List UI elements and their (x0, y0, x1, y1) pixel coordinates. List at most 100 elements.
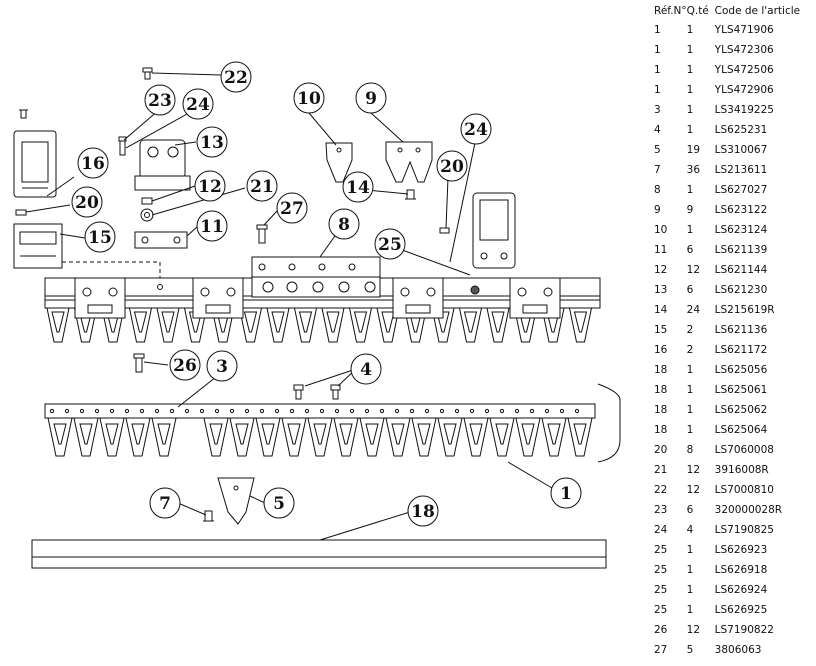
rivet-hole (244, 408, 250, 414)
code-cell: LS621230 (714, 284, 768, 296)
guard-tooth (321, 307, 345, 343)
callout-10: 10 (293, 82, 325, 114)
qty-cell: 1 (686, 564, 694, 576)
guard-tooth (266, 307, 290, 343)
guard-tooth-slot (243, 311, 258, 333)
rivet-hole (409, 408, 415, 414)
part-27-bolt (256, 224, 268, 244)
callout-25: 25 (374, 228, 406, 260)
part-14-rivet (405, 189, 416, 200)
code-cell: LS3419225 (714, 104, 774, 116)
part-26-bolt (133, 353, 145, 373)
rivet-hole (379, 408, 385, 414)
callout-9: 9 (355, 82, 387, 114)
qty-cell: 36 (686, 164, 701, 176)
callout-circle (220, 61, 252, 93)
rivet-hole (169, 408, 175, 414)
part-15-clip (13, 223, 161, 278)
qty-cell: 6 (686, 244, 694, 256)
rivet-hole (64, 408, 70, 414)
lower-knife-bar (44, 383, 621, 463)
code-cell: LS625062 (714, 404, 768, 416)
knife-section-inner (105, 423, 119, 445)
ref-cell: 18 (654, 424, 668, 436)
code-cell: LS625231 (714, 124, 768, 136)
qty-cell: 4 (686, 524, 694, 536)
code-cell: LS7060008 (714, 444, 774, 456)
qty-cell: 1 (686, 404, 694, 416)
column-header-code: Code de l'article (714, 5, 801, 17)
part-11-block (134, 231, 188, 249)
knife-section (567, 417, 593, 457)
code-cell: YLS472506 (714, 64, 774, 76)
callout-circle (246, 170, 278, 202)
callout-1: 1 (550, 477, 582, 509)
qty-cell: 2 (686, 344, 694, 356)
callout-number: 25 (378, 235, 402, 255)
code-cell: YLS472906 (714, 84, 774, 96)
callout-circle (182, 88, 214, 120)
ref-cell: 3 (654, 104, 661, 116)
callout-20: 20 (436, 150, 468, 182)
qty-cell: 12 (686, 264, 701, 276)
ref-cell: 9 (654, 204, 661, 216)
rivet-hole (349, 408, 355, 414)
callout-circle (350, 353, 382, 385)
callout-24: 24 (460, 113, 492, 145)
qty-cell: 1 (686, 384, 694, 396)
guard-tooth (568, 307, 593, 343)
callout-circle (328, 208, 360, 240)
part-5-section (217, 477, 255, 525)
callout-number: 16 (81, 154, 105, 174)
callout-circle (196, 210, 228, 242)
guard-clamp (509, 277, 561, 319)
rivet-hole (424, 408, 430, 414)
ref-cell: 24 (654, 524, 668, 536)
callout-13: 13 (196, 126, 228, 158)
column-header-qty: Q.té (686, 5, 709, 17)
column-header-ref: Réf.N° (654, 5, 687, 17)
qty-cell: 9 (686, 204, 694, 216)
knife-section (463, 417, 489, 457)
qty-cell: 1 (686, 544, 694, 556)
knife-section-inner (573, 423, 587, 445)
rivet-hole (124, 408, 130, 414)
code-cell: LS625056 (714, 364, 768, 376)
guard-tooth (238, 307, 263, 343)
code-cell: LS626925 (714, 604, 768, 616)
qty-cell: 12 (686, 624, 701, 636)
qty-cell: 1 (686, 84, 694, 96)
knife-section-inner (131, 423, 145, 445)
callout-number: 5 (273, 494, 285, 514)
knife-section-inner (53, 423, 67, 445)
guard-tooth (128, 307, 153, 343)
callout-circle (342, 171, 374, 203)
knife-section-inner (391, 423, 405, 445)
guard-clamp (392, 277, 444, 319)
ref-cell: 20 (654, 444, 668, 456)
code-cell: LS621144 (714, 264, 768, 276)
ref-cell: 7 (654, 164, 661, 176)
knife-bar-holes (49, 408, 580, 414)
knife-section-inner (261, 423, 275, 445)
rivet-hole (559, 408, 565, 414)
rivet-hole (394, 408, 400, 414)
ref-cell: 18 (654, 364, 668, 376)
rivet-hole (484, 408, 490, 414)
callout-circle (550, 477, 582, 509)
knife-section-inner (287, 423, 301, 445)
part-16-guard-plate (13, 109, 57, 198)
callout-number: 13 (200, 133, 224, 153)
callout-number: 15 (88, 228, 112, 248)
callout-circle (293, 82, 325, 114)
knife-section-inner (157, 423, 171, 445)
